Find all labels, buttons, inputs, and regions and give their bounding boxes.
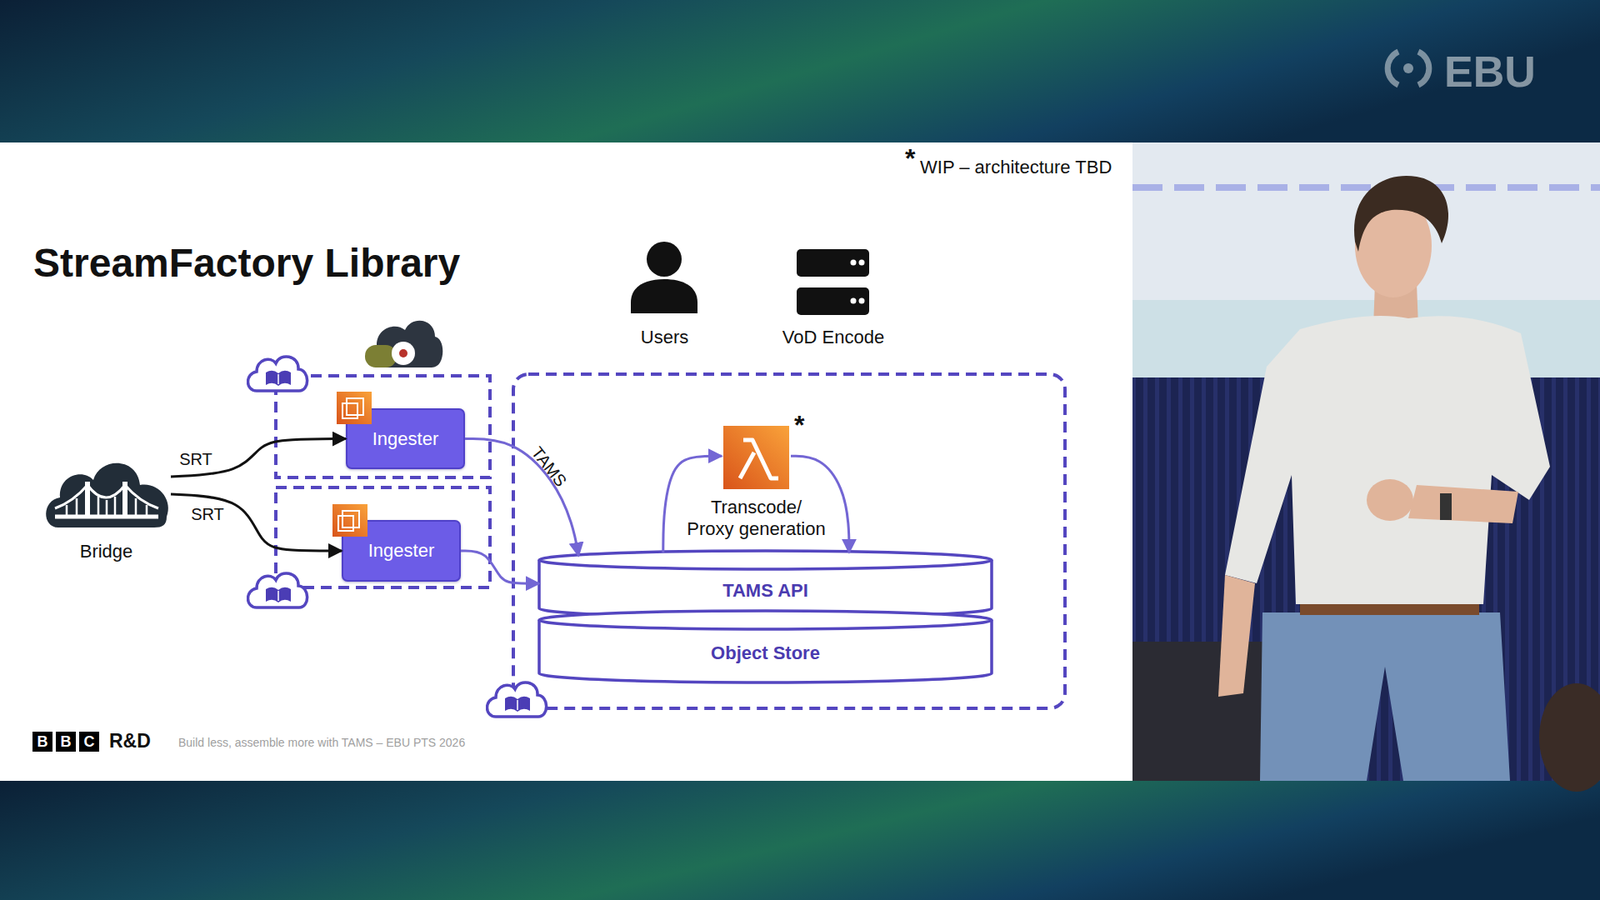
background-band: [0, 0, 1600, 143]
logo-letter: B: [32, 731, 53, 752]
eye-dot: [399, 349, 408, 358]
node-label: VoD Encode: [745, 326, 921, 349]
ebu-arc: [1387, 51, 1399, 85]
eye-circle: [391, 341, 415, 365]
node-label: Ingester: [372, 428, 440, 450]
speaker-photo: [1132, 142, 1600, 792]
library-cloud-icon: [487, 682, 547, 717]
logo-letter: C: [79, 731, 100, 752]
storage-cylinder: TAMS API: [539, 550, 992, 618]
footer-text: Build less, assemble more with TAMS – EB…: [178, 735, 465, 750]
ebu-symbol: [1387, 51, 1430, 85]
node-label: TAMS API: [539, 570, 992, 611]
library-cloud-icon: [248, 573, 308, 608]
dashed-group: [275, 487, 490, 588]
bridge-symbol: [55, 481, 159, 519]
server-led: [859, 298, 865, 305]
server-unit: [796, 287, 870, 315]
photo-wall: [1132, 142, 1600, 781]
slide-title: StreamFactory Library: [33, 240, 460, 287]
audience-head: [1539, 683, 1600, 792]
connector-arrow: [460, 550, 540, 584]
node-label: Bridge: [16, 540, 196, 563]
cloud-part: [365, 345, 397, 368]
cylinder-top: [539, 610, 992, 630]
dashed-group: [513, 374, 1065, 709]
storage-cylinder: Object Store: [539, 610, 992, 683]
library-cloud-icon: [248, 356, 308, 391]
cloud-icon-node: Bridge: [41, 450, 171, 563]
server-led: [850, 298, 857, 305]
connector-label: SRT: [179, 450, 213, 469]
speaker-arm: [1408, 485, 1519, 524]
function-icon: [723, 425, 790, 490]
process-box: Ingester: [341, 520, 461, 582]
slide-background: [0, 142, 1133, 781]
dashed-group: [275, 375, 490, 478]
user-head: [646, 241, 682, 277]
speaker-hair: [1354, 175, 1449, 252]
ebu-dot: [1403, 63, 1414, 74]
footnote-mark: *: [794, 410, 805, 440]
server-led: [859, 260, 865, 266]
connector-arrow: [170, 494, 342, 551]
cylinder-top: [539, 550, 992, 570]
logo-text: R&D: [109, 730, 151, 753]
logo-letter: B: [55, 731, 76, 752]
connector-label: SRT: [190, 505, 225, 524]
node-label: Users: [595, 326, 734, 349]
logo-text: EBU: [1444, 48, 1536, 95]
server-unit: [796, 249, 870, 277]
node-label: Ingester: [368, 540, 435, 562]
ebu-arc: [1418, 51, 1430, 85]
server-icon-node: VoD Encode: [770, 241, 896, 349]
cloud-shape: [45, 463, 169, 528]
speaker-arm: [1218, 575, 1255, 697]
photo-dashes: [1132, 184, 1600, 191]
footnote-mark: *: [905, 143, 915, 174]
background-band: [0, 780, 1600, 900]
user-body: [630, 279, 698, 314]
connector-arrow: [465, 439, 579, 557]
speaker-shirt: [1225, 315, 1550, 605]
note-text: WIP – architecture TBD: [920, 156, 1112, 179]
node-label: Object Store: [539, 630, 992, 676]
speaker-watch: [1440, 493, 1452, 520]
user-icon-node: Users: [620, 235, 709, 349]
connector-arrow: [170, 439, 346, 477]
function-icon-node: Transcode/ Proxy generation: [721, 423, 791, 540]
node-label: Transcode/ Proxy generation: [685, 496, 827, 540]
server-led: [850, 260, 857, 266]
process-box: Ingester: [345, 408, 465, 470]
speaker-jeans: [1260, 612, 1510, 781]
speaker-hand: [1366, 479, 1414, 521]
camera-cloud-icon: [365, 320, 443, 368]
lambda-glyph: [740, 440, 779, 479]
